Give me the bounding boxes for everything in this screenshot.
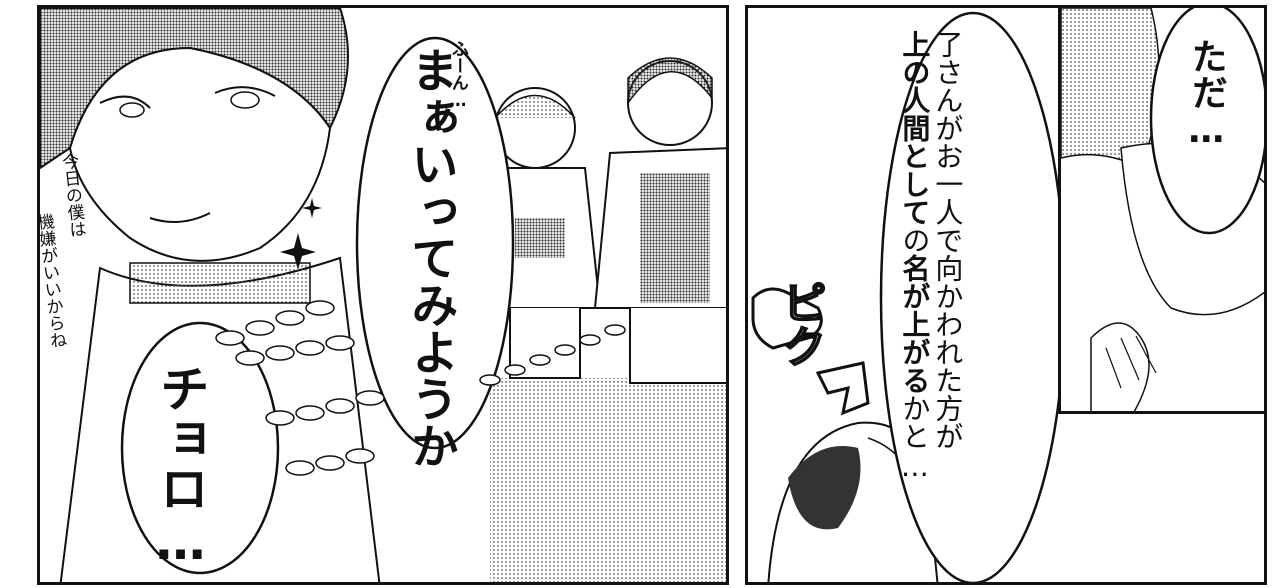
left-panel-artwork <box>40 8 726 582</box>
dialogue-maa-ittemiyouka: まぁいってみようか <box>402 46 458 469</box>
manga-panel-inset: ただ… <box>1058 5 1267 414</box>
dialogue-choro: チョロ… <box>151 363 210 571</box>
inset-panel-artwork <box>1061 8 1264 411</box>
character-face <box>68 46 332 262</box>
sfx-pi-shape <box>751 287 823 350</box>
manga-panel-left: ふーん… まぁいってみようか チョロ… 今日の僕は 機嫌がいいからね <box>37 5 729 585</box>
speech-bubble-main <box>355 36 515 450</box>
character-hand <box>1090 322 1150 411</box>
dialogue-line-1: 了さんがお一人で向かわれた方が <box>931 30 965 450</box>
dialogue-line-2-end: かと… <box>898 394 932 483</box>
speech-bubble-lower <box>120 321 280 575</box>
dialogue-tada: ただ… <box>1185 38 1227 151</box>
sfx-fuun: ふーん… <box>447 40 468 111</box>
dialogue-line-2: 上の人間としての名が上がるかと… <box>898 30 932 483</box>
dialogue-line-2-emph-b: 名が上がる <box>898 254 932 394</box>
bead-chain-decoration <box>215 300 626 476</box>
sparkle-small-icon <box>302 198 322 218</box>
floor-screentone <box>490 378 726 582</box>
dialogue-line-2-no: の <box>898 226 932 254</box>
speech-bubble-inset <box>1149 8 1264 235</box>
hair-dark-patch <box>788 446 861 530</box>
background-character-2 <box>593 57 726 384</box>
sfx-piku: ピク <box>773 279 826 369</box>
dialogue-line-2-emph-a: 上の人間として <box>898 30 932 226</box>
sfx-ku-shape <box>815 361 870 416</box>
sparkle-icon <box>280 233 316 270</box>
